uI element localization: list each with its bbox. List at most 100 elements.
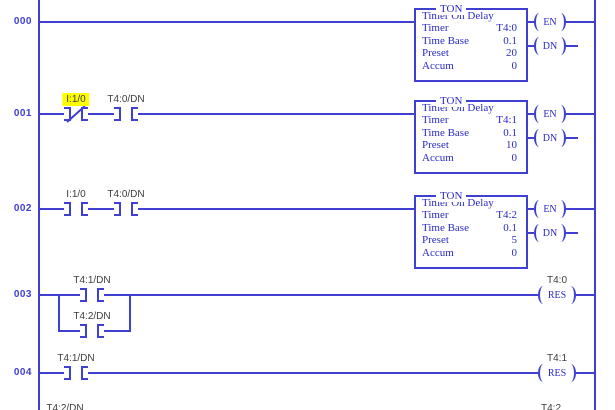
contact-address-label[interactable]: T4:1/DN [73,275,111,286]
coil-left-arc-icon [534,105,545,123]
param-label: Timer [422,114,449,127]
rung-wire [40,113,414,115]
ton-param-row: Accum 0 [416,247,526,259]
xic-contact[interactable] [114,202,138,216]
param-label: Accum [422,59,454,72]
rung-wire [40,294,594,296]
param-value[interactable]: 20 [506,47,517,60]
param-label: Accum [422,246,454,259]
rung-number[interactable]: 004 [13,367,32,378]
coil-left-arc-icon [534,13,545,31]
rung-number[interactable]: 002 [13,203,32,214]
dn-output-coil[interactable]: DN [534,37,566,55]
contact-address-label[interactable]: T4:1/DN [57,353,95,364]
partial-contact-address-label[interactable]: T4:2/DN [46,403,84,410]
coil-left-arc-icon [534,224,545,242]
contact-leg-right [97,288,104,302]
contact-leg-right [81,202,88,216]
ton-param-row: Time Base 0.1 [416,35,526,47]
contact-leg-right [81,366,88,380]
coil-right-arc-icon [555,37,566,55]
contact-leg-right [131,107,138,121]
param-label: Preset [422,47,449,60]
param-value[interactable]: 0 [511,151,518,164]
param-value[interactable]: T4:2 [496,209,517,222]
coil-mnemonic: EN [543,17,557,28]
param-value[interactable]: 0.1 [503,126,517,139]
coil-right-arc-icon [565,286,576,304]
xic-contact[interactable] [80,288,104,302]
rung-number[interactable]: 003 [13,289,32,300]
ton-param-row: Timer T4:0 [416,22,526,34]
param-label: Preset [422,234,449,247]
contact-address-label[interactable]: T4:0/DN [107,189,145,200]
coil-mnemonic: EN [543,109,557,120]
contact-address-label[interactable]: T4:2/DN [73,311,111,322]
xic-contact[interactable] [64,202,88,216]
param-value[interactable]: 0 [511,59,518,72]
res-coil[interactable]: RES [538,286,576,304]
coil-right-arc-icon [555,129,566,147]
ton-block-title: TON [436,190,467,202]
xic-contact[interactable] [64,366,88,380]
contact-leg-left [64,366,71,380]
rung-wire [40,21,414,23]
param-label: Time Base [422,34,469,47]
param-value[interactable]: 0 [511,246,518,259]
contact-leg-right [81,107,88,121]
ton-param-row: Timer T4:1 [416,114,526,126]
param-value[interactable]: T4:0 [496,22,517,35]
branch-right-wire [129,295,131,331]
param-value[interactable]: T4:1 [496,114,517,127]
contact-leg-left [64,202,71,216]
ton-param-row: Preset 20 [416,47,526,59]
ton-param-row: Preset 5 [416,234,526,246]
coil-right-arc-icon [565,364,576,382]
contact-leg-left [114,202,121,216]
xic-contact[interactable] [80,324,104,338]
coil-mnemonic: RES [547,290,567,301]
contact-leg-left [80,324,87,338]
param-label: Timer [422,22,449,35]
coil-address-label[interactable]: T4:0 [546,275,568,286]
en-output-coil[interactable]: EN [534,200,566,218]
coil-right-arc-icon [555,200,566,218]
dn-output-coil[interactable]: DN [534,224,566,242]
xic-contact[interactable] [114,107,138,121]
coil-address-label[interactable]: T4:1 [546,353,568,364]
ton-block-name-row: Timer On Delay [416,197,526,209]
res-coil[interactable]: RES [538,364,576,382]
dn-output-coil[interactable]: DN [534,129,566,147]
en-output-coil[interactable]: EN [534,13,566,31]
coil-right-arc-icon [555,224,566,242]
coil-mnemonic: DN [542,41,558,52]
param-value[interactable]: 0.1 [503,34,517,47]
en-output-coil[interactable]: EN [534,105,566,123]
coil-left-arc-icon [538,286,549,304]
param-value[interactable]: 5 [511,234,518,247]
rung-number[interactable]: 001 [13,108,32,119]
param-value[interactable]: 10 [506,139,517,152]
contact-address-label[interactable]: I:1/0 [66,189,86,200]
branch-left-wire [58,295,60,331]
rung-number[interactable]: 000 [13,16,32,27]
contact-address-label[interactable]: T4:0/DN [107,94,145,105]
coil-right-arc-icon [555,105,566,123]
ton-block-name-row: Timer On Delay [416,102,526,114]
rung-wire [40,372,594,374]
coil-mnemonic: EN [543,204,557,215]
coil-left-arc-icon [534,200,545,218]
contact-leg-left [80,288,87,302]
ton-block-title: TON [436,95,467,107]
param-value[interactable]: 0.1 [503,221,517,234]
contact-address-label[interactable]: I:1/0 [62,93,90,106]
partial-coil-address-label[interactable]: T4:2 [540,403,562,410]
